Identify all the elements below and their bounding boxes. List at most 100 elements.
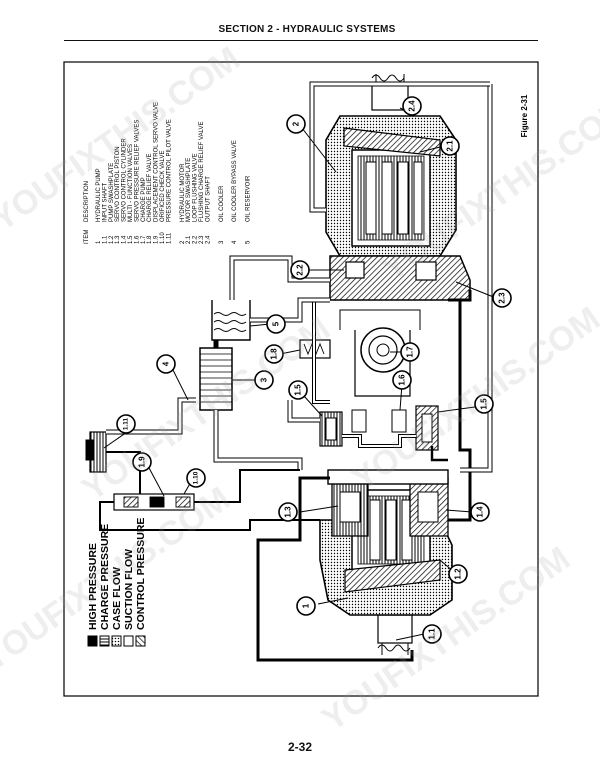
table-item-number: 4 [232,240,238,244]
table-item-number: 1.7 [141,235,147,244]
callout-4: 4 [156,354,176,374]
table-item-number: 2.1 [186,235,192,244]
callout-1-2: 1.2 [448,564,468,584]
oil-reservoir [211,300,251,341]
callout-1-5: 1.5 [288,380,308,400]
callout-label: 1.7 [406,346,415,358]
callout-label: 1.5 [294,384,303,396]
table-item-description: MULTI - FUNCTION VALVES [128,144,134,222]
table-item-description: OIL RESERVOIR [246,175,252,222]
legend-swatch [135,635,146,647]
callout-2-1: 2.1 [440,136,460,156]
table-item-number: 3 [219,240,225,244]
figure-label: Figure 2-31 [520,94,529,137]
multi-function-valves [319,405,439,451]
callout-label: 1.6 [398,374,407,386]
callout-2-4: 2.4 [402,96,422,116]
header-rule [64,40,538,41]
charge-pump [354,327,411,397]
callout-label: 1.2 [454,568,463,580]
callout-1-5: 1.5 [474,394,494,414]
legend-label: SUCTION FLOW [123,549,135,630]
table-item-description: SERVO CONTROL CYLINDER [122,138,128,222]
table-item-number: 2.2 [193,235,199,244]
table-item-number: 2.3 [199,235,205,244]
callout-2-3: 2.3 [492,288,512,308]
table-item-number: 1 [96,240,102,244]
table-item-description: OUTPUT SHAFT [205,176,211,222]
callout-1-10: 1.10 [186,468,206,488]
figure-frame [63,61,539,697]
callout-3: 3 [254,370,274,390]
table-item-number: 1.10 [160,232,166,244]
callout-5: 5 [266,314,286,334]
callout-1-7: 1.7 [400,342,420,362]
table-item-description: OIL COOLER [219,185,225,222]
callout-2-2: 2.2 [290,260,310,280]
table-item-description: ORIFICED CHECK VALVE [160,151,166,222]
table-item-number: 5 [246,240,252,244]
table-item-description: CHARGE PUMP [141,177,147,222]
table-header-item: ITEM [84,230,90,244]
table-item-description: LOOP FLUSHING VALVE [193,153,199,222]
table-item-number: 1.8 [147,235,153,244]
callout-1-11: 1.11 [116,414,136,434]
legend-label: CHARGE PRESSURE [99,524,111,630]
table-item-description: SERVO PRESSURE RELIEF VALVES [134,120,140,222]
callout-label: 2.2 [296,264,305,276]
hydraulic-pump [319,469,453,655]
callout-1-6: 1.6 [392,370,412,390]
hydraulic-motor [325,74,471,301]
callout-label: 1.9 [138,456,147,468]
callout-label: 5 [272,321,281,326]
callout-label: 2.1 [446,140,455,152]
table-item-description: FLUSHING CHARGE RELIEF VALVE [199,122,205,222]
callout-1-1: 1.1 [422,624,442,644]
callout-1-9: 1.9 [132,452,152,472]
legend-label: CONTROL PRESSURE [135,518,147,630]
table-header-description: DESCRIPTION [84,181,90,222]
callout-label: 4 [162,361,171,366]
table-item-description: SERVO CONTROL PISTON [115,146,121,222]
table-item-description: DISPLACEMENT CONTROL SERVO VALVE [154,102,160,222]
callout-1-4: 1.4 [470,502,490,522]
table-item-number: 2.4 [205,235,211,244]
callout-label: 1.3 [284,506,293,518]
callout-label: 1.4 [476,506,485,518]
items-table: ITEM DESCRIPTION 1 HYDRAULIC PUMP 1.1 INPUT S… [84,102,252,244]
legend-swatch [99,635,110,647]
table-item-number: 2 [180,240,186,244]
callout-label: 1.8 [270,348,279,360]
legend-swatch [123,635,134,647]
table-item-description: CHARGE RELIEF VALVE [147,154,153,222]
callout-label: 1 [302,603,311,608]
table-item-description: HYDRAULIC PUMP [96,168,102,222]
table-item-description: INPUT SHAFT [102,182,108,222]
legend-label: CASE FLOW [111,567,123,630]
table-item-number: 1.5 [128,235,134,244]
section-header: SECTION 2 - HYDRAULIC SYSTEMS [218,24,396,35]
table-item-description: HYDRAULIC MOTOR [180,163,186,222]
callout-label: 2 [292,121,301,126]
callout-label: 2.4 [408,100,417,112]
table-item-number: 1.4 [122,235,128,244]
table-item-number: 1.11 [166,232,172,244]
callout-1: 1 [296,596,316,616]
legend-swatch [111,635,122,647]
callout-label: 3 [260,377,269,382]
callout-label: 1.1 [428,628,437,640]
table-item-description: PUMP SWASHPLATE [109,163,115,222]
table-item-description: OIL COOLER BYPASS VALVE [232,140,238,222]
callout-2: 2 [286,114,306,134]
table-item-number: 1.6 [134,235,140,244]
callout-1-3: 1.3 [278,502,298,522]
legend-swatch [87,635,98,647]
table-item-number: 1.9 [154,235,160,244]
table-item-number: 1.3 [115,235,121,244]
table-item-number: 1.1 [102,235,108,244]
callout-label: 1.10 [193,471,200,484]
page-number: 2-32 [287,740,313,754]
table-item-description: MOTOR SWASHPLATE [186,158,192,222]
